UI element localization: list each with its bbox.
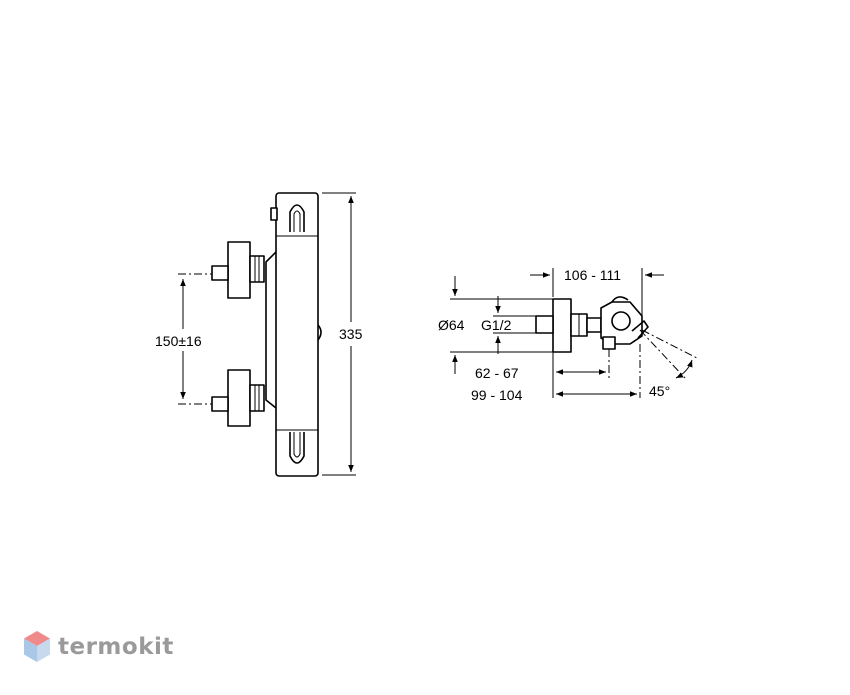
angle-label: 45° [649, 383, 670, 399]
offset-label-a: 62 - 67 [475, 365, 519, 381]
thread-label: G1/2 [481, 317, 512, 333]
height-dimension [322, 192, 356, 476]
lower-connection [211, 369, 265, 427]
termokit-logo-icon [24, 631, 50, 662]
mixer-body [270, 192, 322, 477]
watermark-brand: termokit [58, 634, 174, 660]
watermark: termokit [22, 630, 174, 664]
offset-label-b: 99 - 104 [471, 387, 523, 403]
height-label: 335 [339, 326, 363, 342]
depth-range-dimension [530, 268, 664, 316]
inlet-stub [535, 315, 554, 334]
side-view: 106 - 111 Ø64 G1/2 62 - 67 99 - 104 45° [438, 267, 698, 403]
depth-range-label: 106 - 111 [564, 267, 621, 283]
wall-flange [552, 298, 572, 353]
diameter-label: Ø64 [438, 317, 465, 333]
control-knob [611, 311, 631, 331]
outlet-stub [602, 336, 616, 350]
offset-dimension-b [556, 344, 641, 398]
front-view: 150±16 335 [155, 192, 363, 477]
spacing-dimension [178, 273, 212, 405]
offset-dimension-a [552, 349, 610, 398]
upper-connection [211, 241, 277, 409]
spacing-label: 150±16 [155, 333, 202, 349]
diameter-dimension [450, 276, 553, 374]
thread-dimension [493, 296, 536, 354]
